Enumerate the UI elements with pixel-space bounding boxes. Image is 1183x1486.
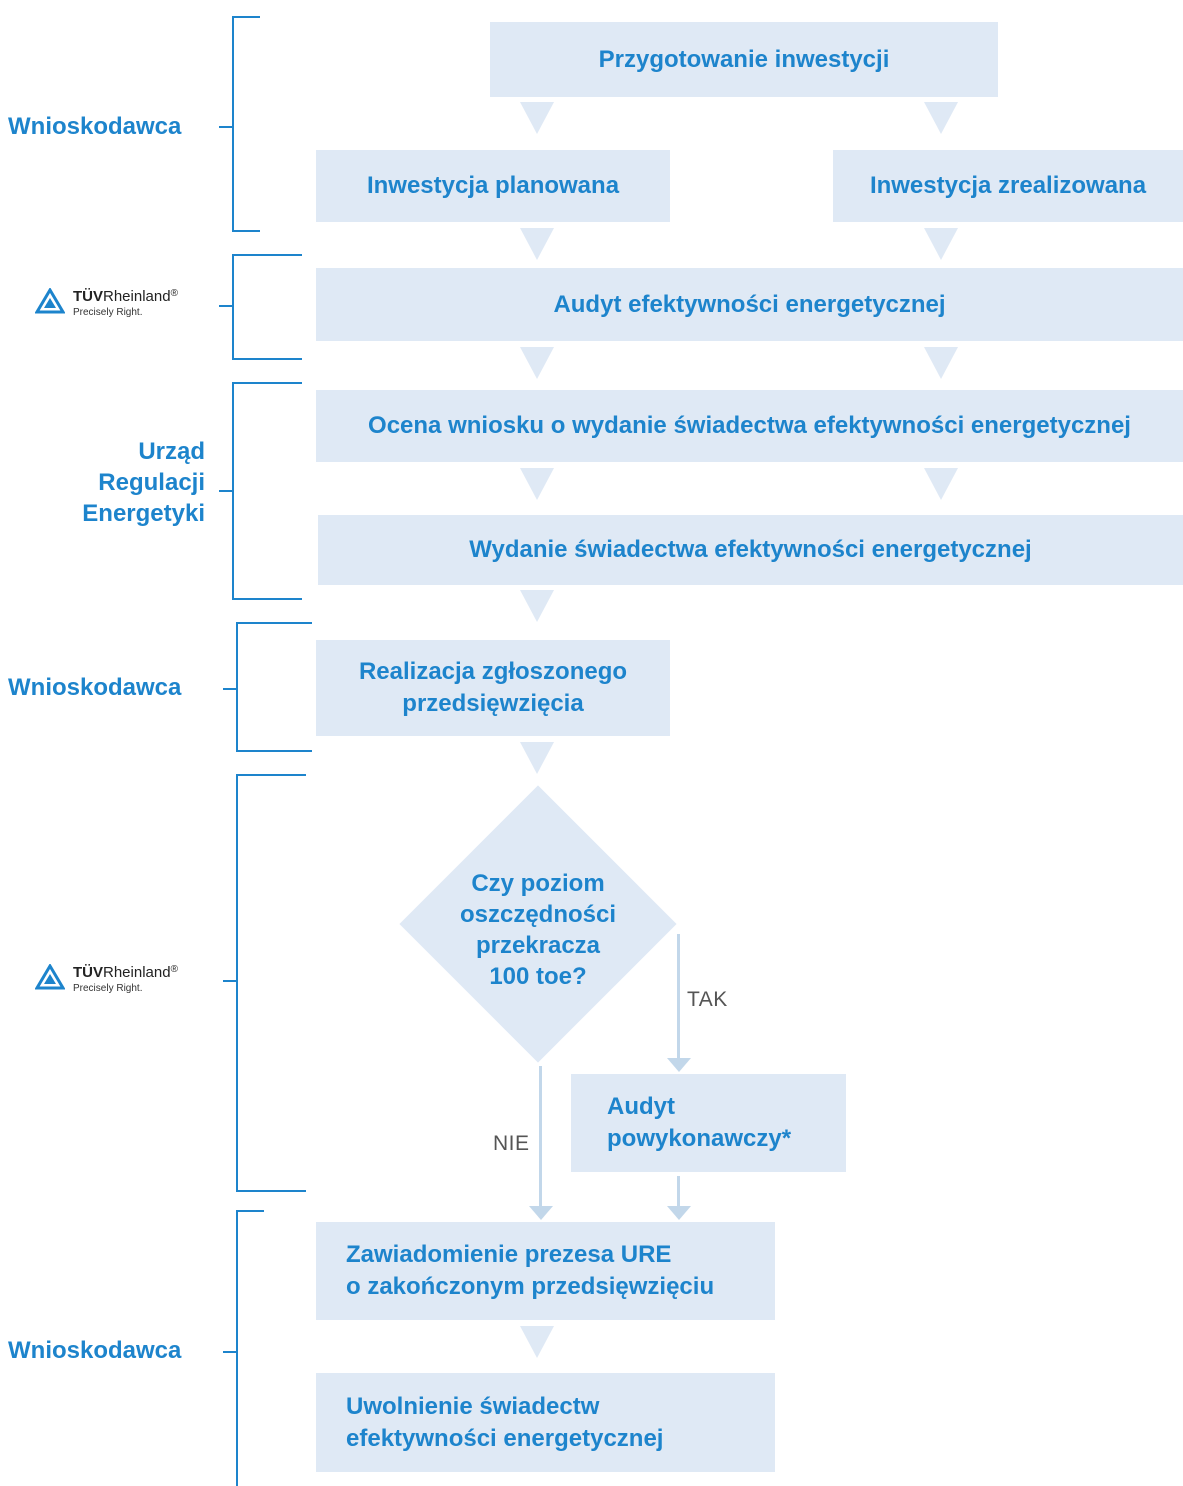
- step-completed-investment: Inwestycja zrealizowana: [833, 150, 1183, 222]
- yes-arrowhead: [667, 1058, 691, 1072]
- step-realization-line1: Realizacja zgłoszonego: [358, 658, 628, 685]
- decision-line4: 100 toe?: [489, 963, 587, 990]
- triangle-logo-icon: [35, 964, 65, 990]
- role-applicant-1: Wnioskodawca: [8, 113, 182, 140]
- step-release-line1: Uwolnienie świadectw: [346, 1392, 600, 1420]
- role-ure-line3: Energetyki: [82, 500, 205, 527]
- step-realization: Realizacja zgłoszonego przedsięwzięcia: [316, 640, 670, 736]
- bracket-applicant-1: [232, 16, 260, 232]
- tuv-rheinland-logo: TÜVRheinland® Precisely Right.: [35, 288, 205, 324]
- bracket-ure: [232, 382, 302, 600]
- branch-label-yes: TAK: [687, 988, 728, 1011]
- branch-label-no: NIE: [493, 1132, 530, 1155]
- role-applicant-3: Wnioskodawca: [8, 1337, 182, 1364]
- tuv-tagline: Precisely Right.: [73, 983, 143, 994]
- flow-arrow: [924, 347, 958, 379]
- bracket-applicant-2: [236, 622, 312, 752]
- step-post-audit: Audyt powykonawczy*: [571, 1074, 846, 1172]
- bracket-tuv-2: [236, 774, 306, 1192]
- step-notification: Zawiadomienie prezesa URE o zakończonym …: [316, 1222, 775, 1320]
- step-certificate-issuance: Wydanie świadectwa efektywności energety…: [318, 515, 1183, 585]
- flow-arrow: [924, 102, 958, 134]
- tuv-brand: TÜVRheinland®: [73, 288, 178, 305]
- role-applicant-2: Wnioskodawca: [8, 674, 182, 701]
- role-ure-line1: Urząd: [138, 438, 205, 465]
- role-ure: Urząd Regulacji Energetyki: [60, 436, 205, 529]
- yes-connector: [677, 934, 680, 1062]
- triangle-logo-icon: [35, 288, 65, 314]
- bracket-tick: [219, 490, 232, 492]
- post-audit-arrowhead: [667, 1206, 691, 1220]
- bracket-tuv-1: [232, 254, 302, 360]
- flow-arrow: [520, 347, 554, 379]
- flow-arrow: [924, 228, 958, 260]
- step-notification-line2: o zakończonym przedsięwzięciu: [346, 1273, 715, 1300]
- bracket-tick: [223, 688, 236, 690]
- step-certificate-release: Uwolnienie świadectw efektywności energe…: [316, 1373, 775, 1472]
- flow-arrow: [520, 1326, 554, 1358]
- step-realization-line2: przedsięwzięcia: [402, 690, 584, 717]
- no-arrowhead: [529, 1206, 553, 1220]
- bracket-tick: [219, 126, 232, 128]
- role-ure-line2: Regulacji: [98, 469, 205, 496]
- flow-arrow: [520, 102, 554, 134]
- no-connector: [539, 1066, 542, 1208]
- decision-line2: oszczędności: [459, 901, 617, 928]
- flow-arrow: [520, 590, 554, 622]
- tuv-rheinland-logo: TÜVRheinland® Precisely Right.: [35, 964, 205, 1000]
- flow-arrow: [520, 468, 554, 500]
- decision-question: Czy poziom oszczędności przekracza 100 t…: [438, 868, 638, 992]
- step-release-line2: efektywności energetycznej: [346, 1424, 664, 1452]
- tuv-tagline: Precisely Right.: [73, 307, 143, 318]
- flow-arrow: [520, 742, 554, 774]
- step-post-audit-line1: Audyt: [607, 1093, 675, 1120]
- step-notification-line1: Zawiadomienie prezesa URE: [346, 1241, 672, 1268]
- bracket-applicant-3: [236, 1210, 264, 1486]
- step-preparation: Przygotowanie inwestycji: [490, 22, 998, 97]
- step-planned-investment: Inwestycja planowana: [316, 150, 670, 222]
- step-energy-audit: Audyt efektywności energetycznej: [316, 268, 1183, 341]
- bracket-tick: [223, 980, 236, 982]
- flow-arrow: [924, 468, 958, 500]
- bracket-tick: [219, 305, 232, 307]
- decision-line1: Czy poziom: [471, 870, 605, 897]
- bracket-tick: [223, 1351, 236, 1353]
- step-post-audit-line2: powykonawczy*: [607, 1125, 792, 1152]
- decision-line3: przekracza: [475, 932, 601, 959]
- flow-arrow: [520, 228, 554, 260]
- tuv-brand: TÜVRheinland®: [73, 964, 178, 981]
- post-audit-connector: [677, 1176, 680, 1208]
- step-application-assessment: Ocena wniosku o wydanie świadectwa efekt…: [316, 390, 1183, 462]
